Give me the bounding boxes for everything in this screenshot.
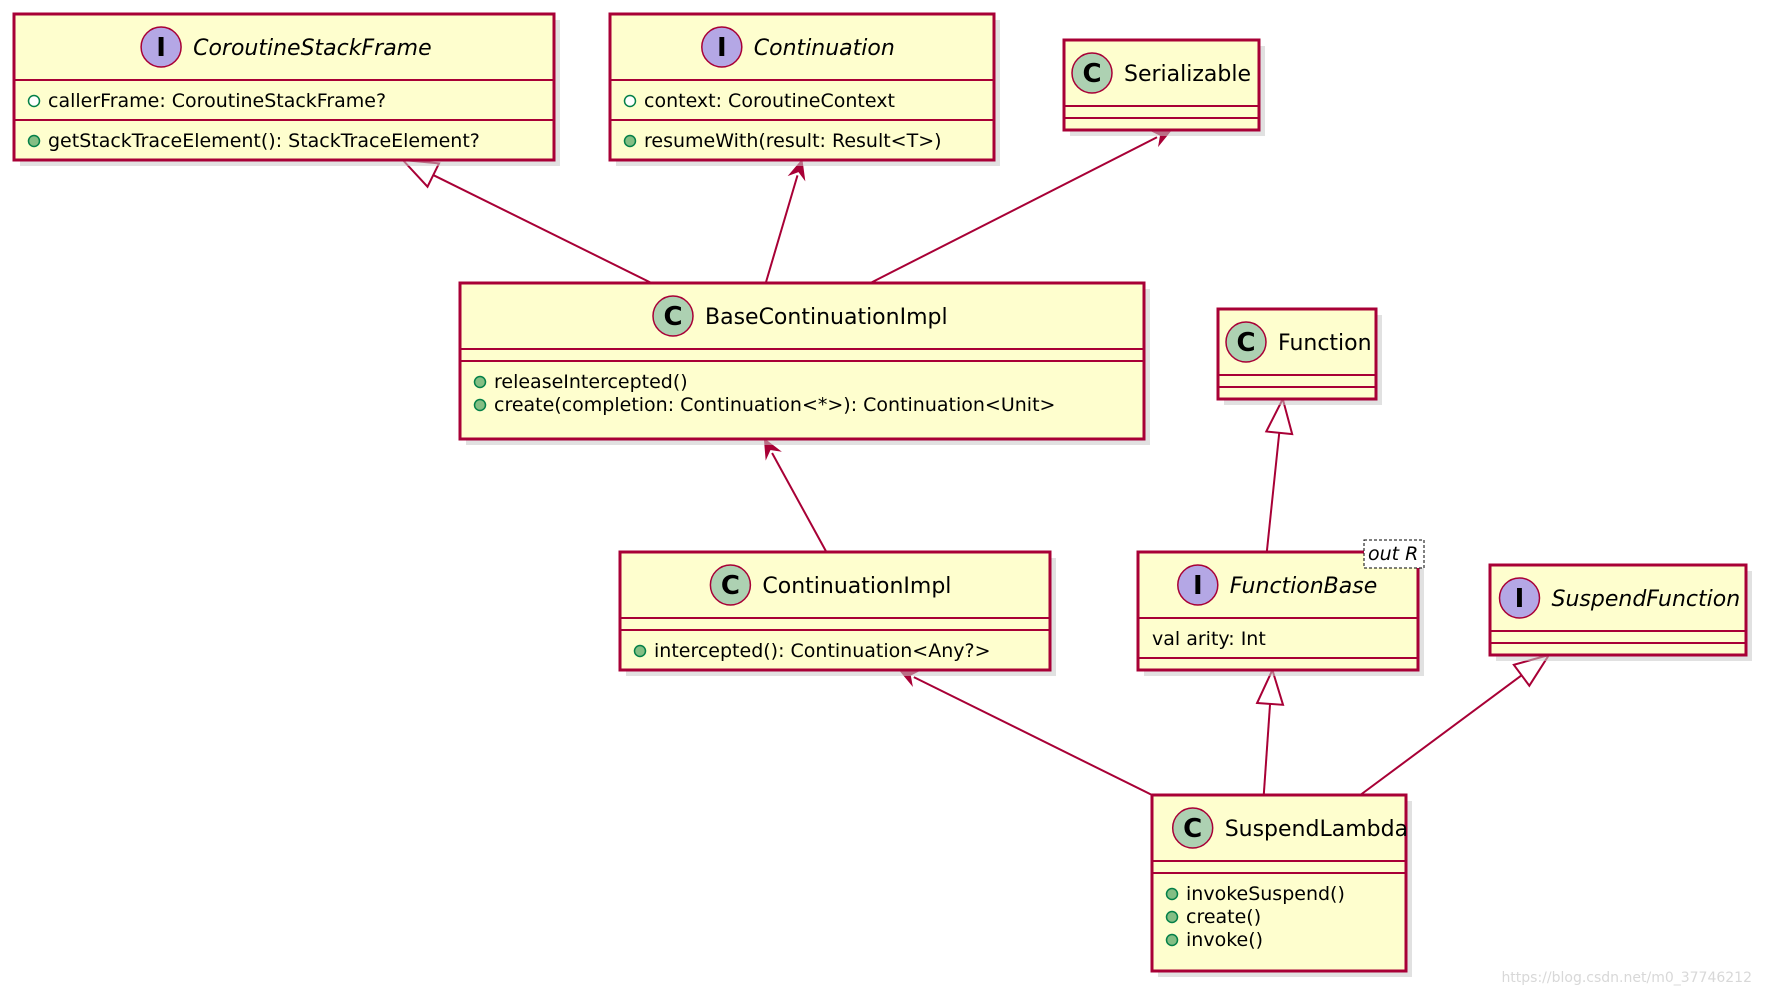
stereotype-letter: C bbox=[663, 302, 682, 332]
class-name: FunctionBase bbox=[1230, 574, 1377, 599]
class-name: SuspendFunction bbox=[1552, 587, 1741, 612]
public-visibility-icon bbox=[633, 644, 647, 658]
relation-line bbox=[1265, 432, 1281, 553]
interface-badge-icon bbox=[701, 26, 743, 68]
relation-line bbox=[764, 175, 799, 284]
relation-suspend-lambda-to-continuation-impl bbox=[898, 669, 1153, 796]
class-method: create(completion: Continuation<*>): Con… bbox=[494, 394, 1055, 416]
stereotype-letter: C bbox=[721, 571, 740, 601]
class-method: resumeWith(result: Result<T>) bbox=[644, 130, 942, 152]
public-visibility-icon bbox=[623, 94, 637, 108]
relation-continuation-impl-to-base-continuation-impl bbox=[763, 437, 828, 553]
relation-line bbox=[869, 136, 1158, 284]
class-field: callerFrame: CoroutineStackFrame? bbox=[48, 90, 386, 112]
class-method: invoke() bbox=[1186, 929, 1263, 951]
class-badge-icon bbox=[1171, 807, 1214, 849]
interface-badge-icon bbox=[1498, 577, 1541, 619]
class-name: SuspendLambda bbox=[1225, 817, 1408, 842]
class-name: ContinuationImpl bbox=[762, 574, 951, 599]
class-method: invokeSuspend() bbox=[1186, 883, 1345, 905]
class-function: Function C bbox=[1216, 307, 1382, 405]
generic-param-box bbox=[1363, 539, 1425, 569]
relation-line bbox=[432, 174, 652, 284]
public-visibility-icon bbox=[1165, 887, 1179, 901]
class-badge-icon bbox=[1071, 52, 1113, 94]
relation-function-base-to-function bbox=[1264, 396, 1294, 553]
relation-line bbox=[771, 452, 828, 553]
relation-suspend-lambda-to-function-base bbox=[1255, 667, 1285, 796]
public-visibility-icon bbox=[1165, 910, 1179, 924]
class-badge-icon bbox=[709, 564, 752, 606]
inheritance-arrowhead-icon bbox=[1264, 396, 1294, 436]
stereotype-letter: C bbox=[1236, 328, 1255, 358]
class-suspend-function: SuspendFunction I bbox=[1488, 563, 1752, 661]
class-box bbox=[1136, 550, 1420, 672]
public-visibility-icon bbox=[1165, 933, 1179, 947]
class-name: Continuation bbox=[754, 36, 895, 61]
class-name: BaseContinuationImpl bbox=[705, 305, 948, 330]
class-name: Serializable bbox=[1124, 62, 1251, 87]
relations-layer bbox=[400, 129, 1552, 796]
class-suspend-lambda: SuspendLambda CinvokeSuspend()create()inv… bbox=[1150, 793, 1412, 977]
public-visibility-icon bbox=[27, 94, 41, 108]
class-serializable: Serializable C bbox=[1062, 38, 1265, 136]
public-visibility-icon bbox=[27, 134, 41, 148]
class-field: val arity: Int bbox=[1152, 628, 1266, 650]
class-name: Function bbox=[1278, 331, 1372, 356]
class-badge-icon bbox=[1225, 321, 1267, 363]
class-box bbox=[618, 550, 1052, 672]
class-name: CoroutineStackFrame bbox=[193, 36, 432, 61]
public-visibility-icon bbox=[473, 375, 487, 389]
stereotype-letter: I bbox=[156, 33, 166, 63]
inheritance-arrowhead-icon bbox=[1255, 667, 1285, 706]
class-box bbox=[12, 12, 556, 162]
class-method: create() bbox=[1186, 906, 1261, 928]
public-visibility-icon bbox=[473, 398, 487, 412]
class-field: context: CoroutineContext bbox=[644, 90, 895, 112]
relation-base-continuation-impl-to-coroutine-stack-frame bbox=[400, 158, 652, 284]
class-box bbox=[608, 12, 996, 162]
class-method: intercepted(): Continuation<Any?> bbox=[654, 640, 991, 662]
stereotype-letter: C bbox=[1183, 814, 1202, 844]
watermark: https://blog.csdn.net/m0_37746212 bbox=[1501, 970, 1752, 986]
relation-base-continuation-impl-to-continuation bbox=[764, 158, 806, 284]
relation-line bbox=[913, 676, 1153, 796]
class-base-continuation-impl: BaseContinuationImpl CreleaseIntercepted(… bbox=[458, 281, 1150, 445]
class-badge-icon bbox=[652, 295, 694, 337]
class-method: getStackTraceElement(): StackTraceElemen… bbox=[48, 130, 480, 152]
stereotype-letter: I bbox=[717, 33, 727, 63]
relation-line bbox=[1262, 703, 1272, 796]
stereotype-letter: I bbox=[1515, 584, 1525, 614]
generic-param: out R bbox=[1368, 543, 1418, 565]
interface-badge-icon bbox=[140, 26, 182, 68]
stereotype-letter: C bbox=[1082, 59, 1101, 89]
interface-badge-icon bbox=[1177, 564, 1219, 606]
stereotype-letter: I bbox=[1193, 571, 1203, 601]
public-visibility-icon bbox=[623, 134, 637, 148]
class-method: releaseIntercepted() bbox=[494, 371, 688, 393]
relation-line bbox=[1359, 674, 1523, 796]
